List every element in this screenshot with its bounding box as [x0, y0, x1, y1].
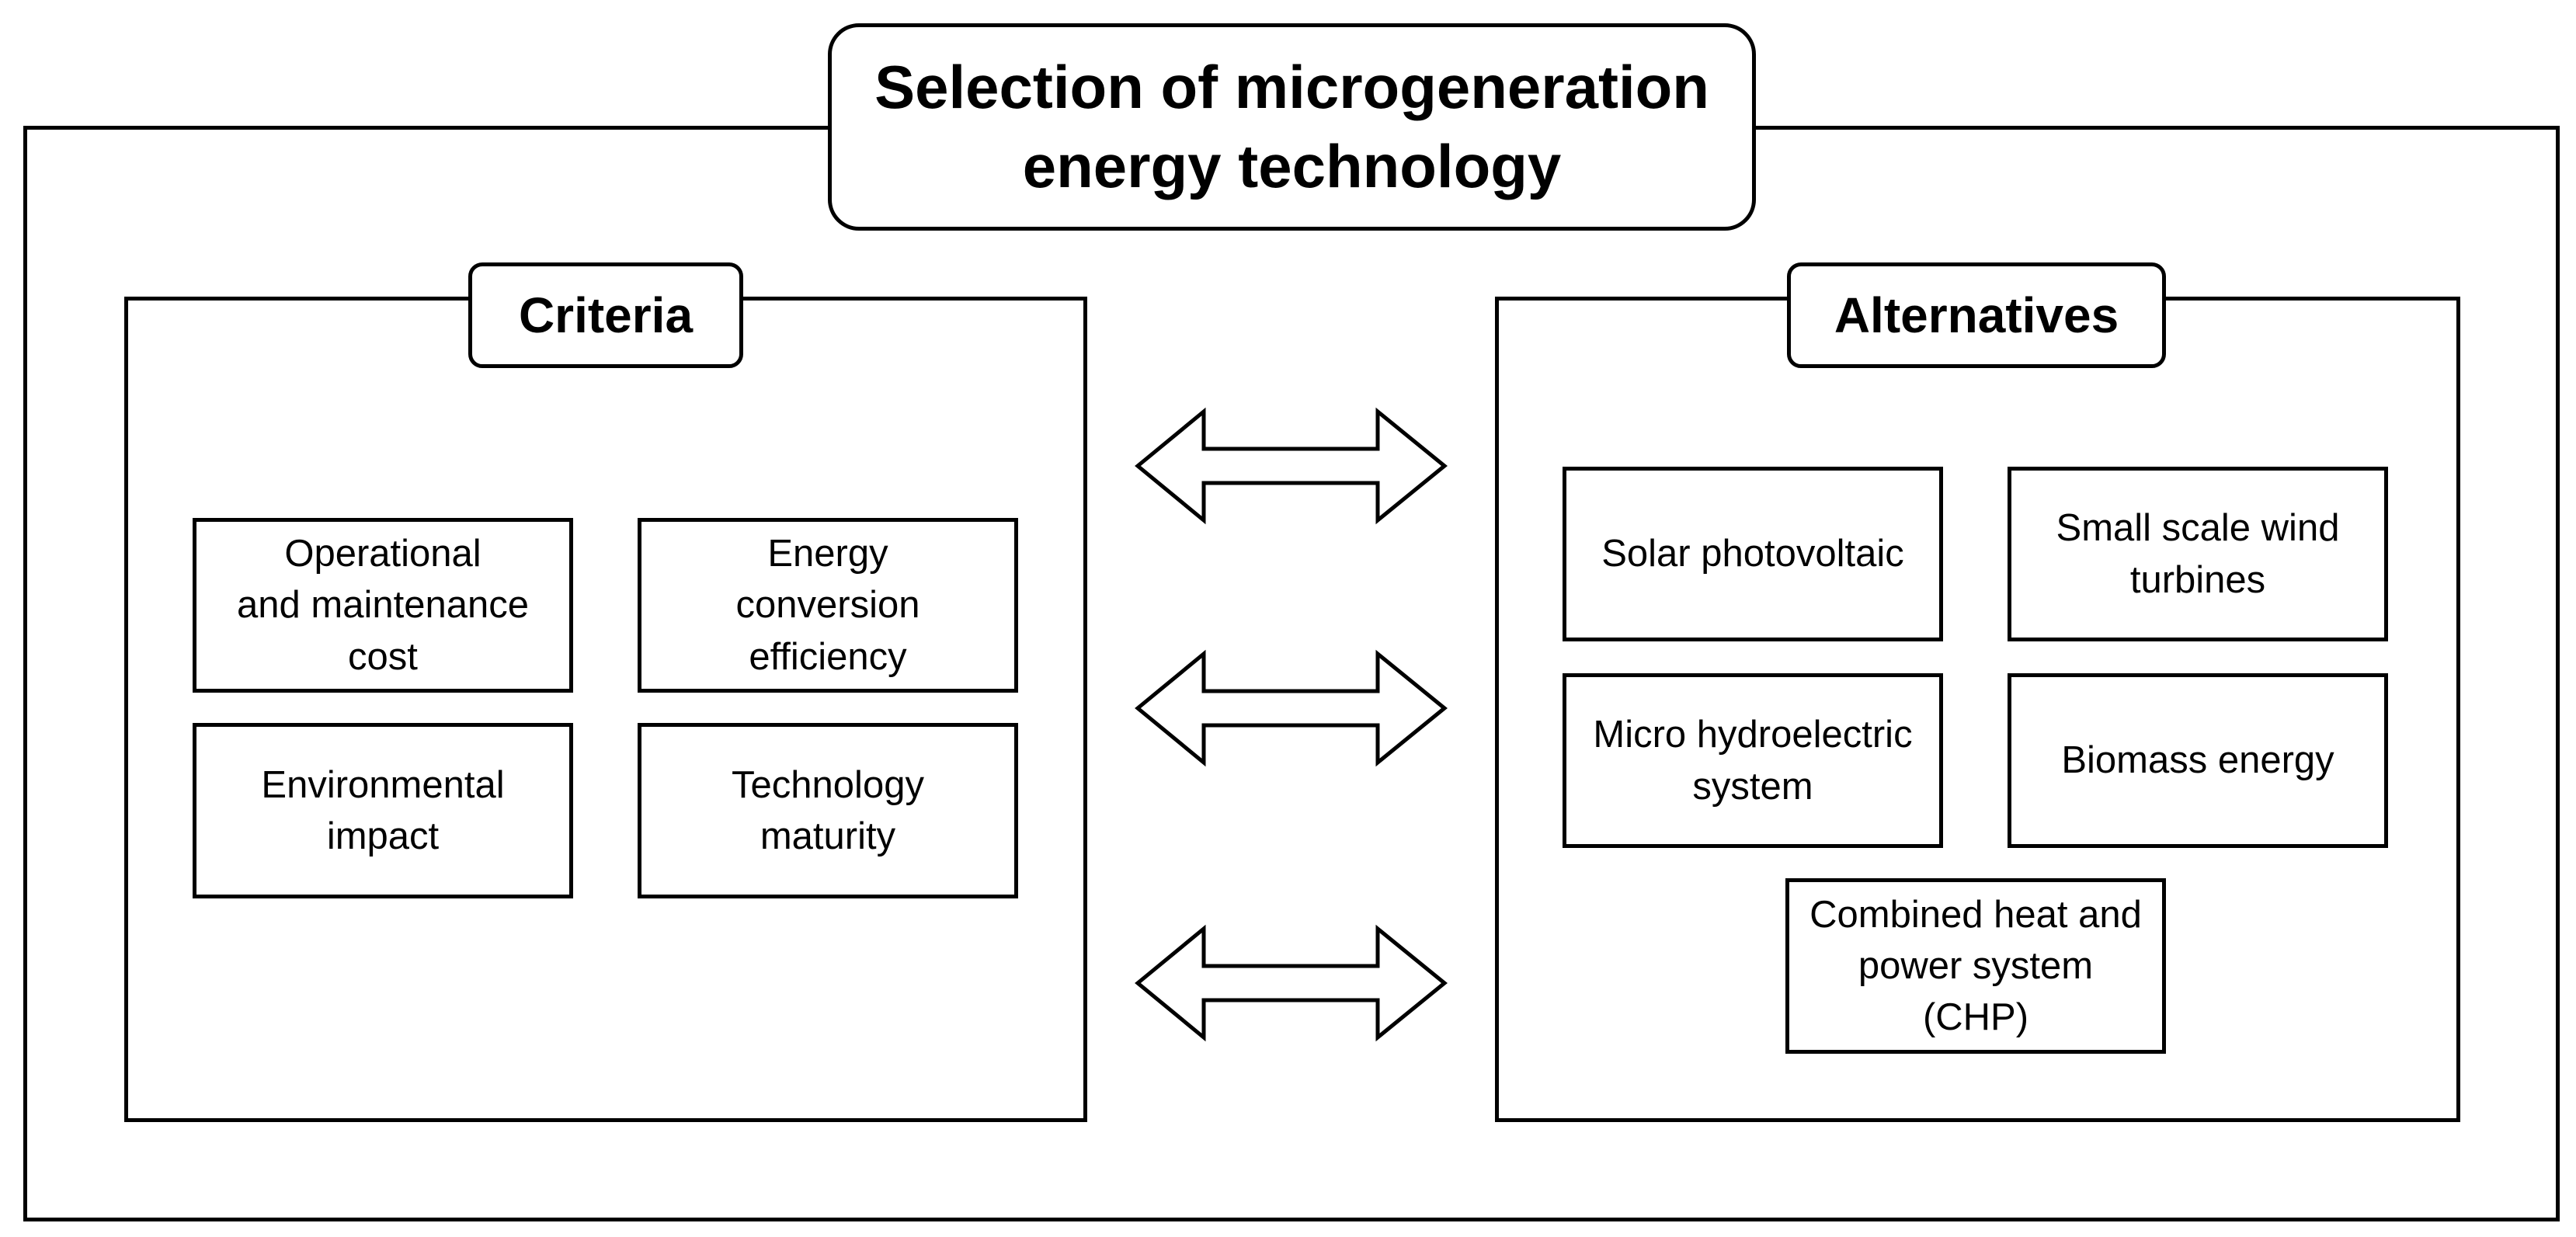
- alternative-solar-pv: Solar photovoltaic: [1563, 467, 1943, 641]
- criteria-item-line: cost: [348, 635, 418, 678]
- alternative-line: system: [1692, 765, 1813, 808]
- alternative-line: Solar photovoltaic: [1601, 533, 1904, 575]
- alternatives-heading: Alternatives: [1787, 262, 2166, 368]
- criteria-item-line: impact: [326, 815, 440, 857]
- alternative-line: (CHP): [1922, 996, 2029, 1039]
- alternative-line: turbines: [2129, 558, 2266, 601]
- criteria-item-operational-cost: Operational and maintenance cost: [193, 518, 573, 693]
- criteria-item-line: Environmental: [261, 763, 505, 806]
- double-arrow-icon-middle: [1135, 649, 1448, 767]
- criteria-heading-label: Criteria: [518, 287, 694, 343]
- criteria-item-line: conversion: [735, 584, 920, 627]
- criteria-item-technology-maturity: Technology maturity: [638, 723, 1018, 898]
- criteria-heading: Criteria: [468, 262, 743, 368]
- alternatives-heading-label: Alternatives: [1834, 287, 2119, 343]
- double-arrow-icon-top: [1135, 407, 1448, 525]
- criteria-item-conversion-efficiency: Energy conversion efficiency: [638, 518, 1018, 693]
- alternative-micro-hydro: Micro hydroelectric system: [1563, 673, 1943, 848]
- criteria-item-line: Operational: [284, 533, 481, 575]
- criteria-item-line: maturity: [760, 815, 896, 857]
- alternative-line: Small scale wind: [2056, 507, 2340, 550]
- alternative-biomass: Biomass energy: [2008, 673, 2388, 848]
- diagram-title: Selection of microgeneration energy tech…: [828, 23, 1756, 231]
- criteria-item-environmental-impact: Environmental impact: [193, 723, 573, 898]
- criteria-item-line: Technology: [732, 763, 924, 806]
- criteria-item-line: and maintenance: [237, 584, 529, 627]
- double-arrow-icon-bottom: [1135, 924, 1448, 1042]
- alternative-line: power system: [1858, 944, 2094, 987]
- criteria-item-line: Energy: [767, 533, 888, 575]
- criteria-item-line: efficiency: [749, 635, 907, 678]
- title-line-2: energy technology: [1022, 131, 1562, 200]
- alternative-line: Biomass energy: [2061, 739, 2334, 782]
- title-line-1: Selection of microgeneration: [874, 53, 1709, 122]
- alternative-wind-turbines: Small scale wind turbines: [2008, 467, 2388, 641]
- alternative-line: Micro hydroelectric: [1593, 714, 1913, 756]
- alternative-line: Combined heat and: [1809, 893, 2142, 936]
- alternative-chp: Combined heat and power system (CHP): [1785, 878, 2166, 1054]
